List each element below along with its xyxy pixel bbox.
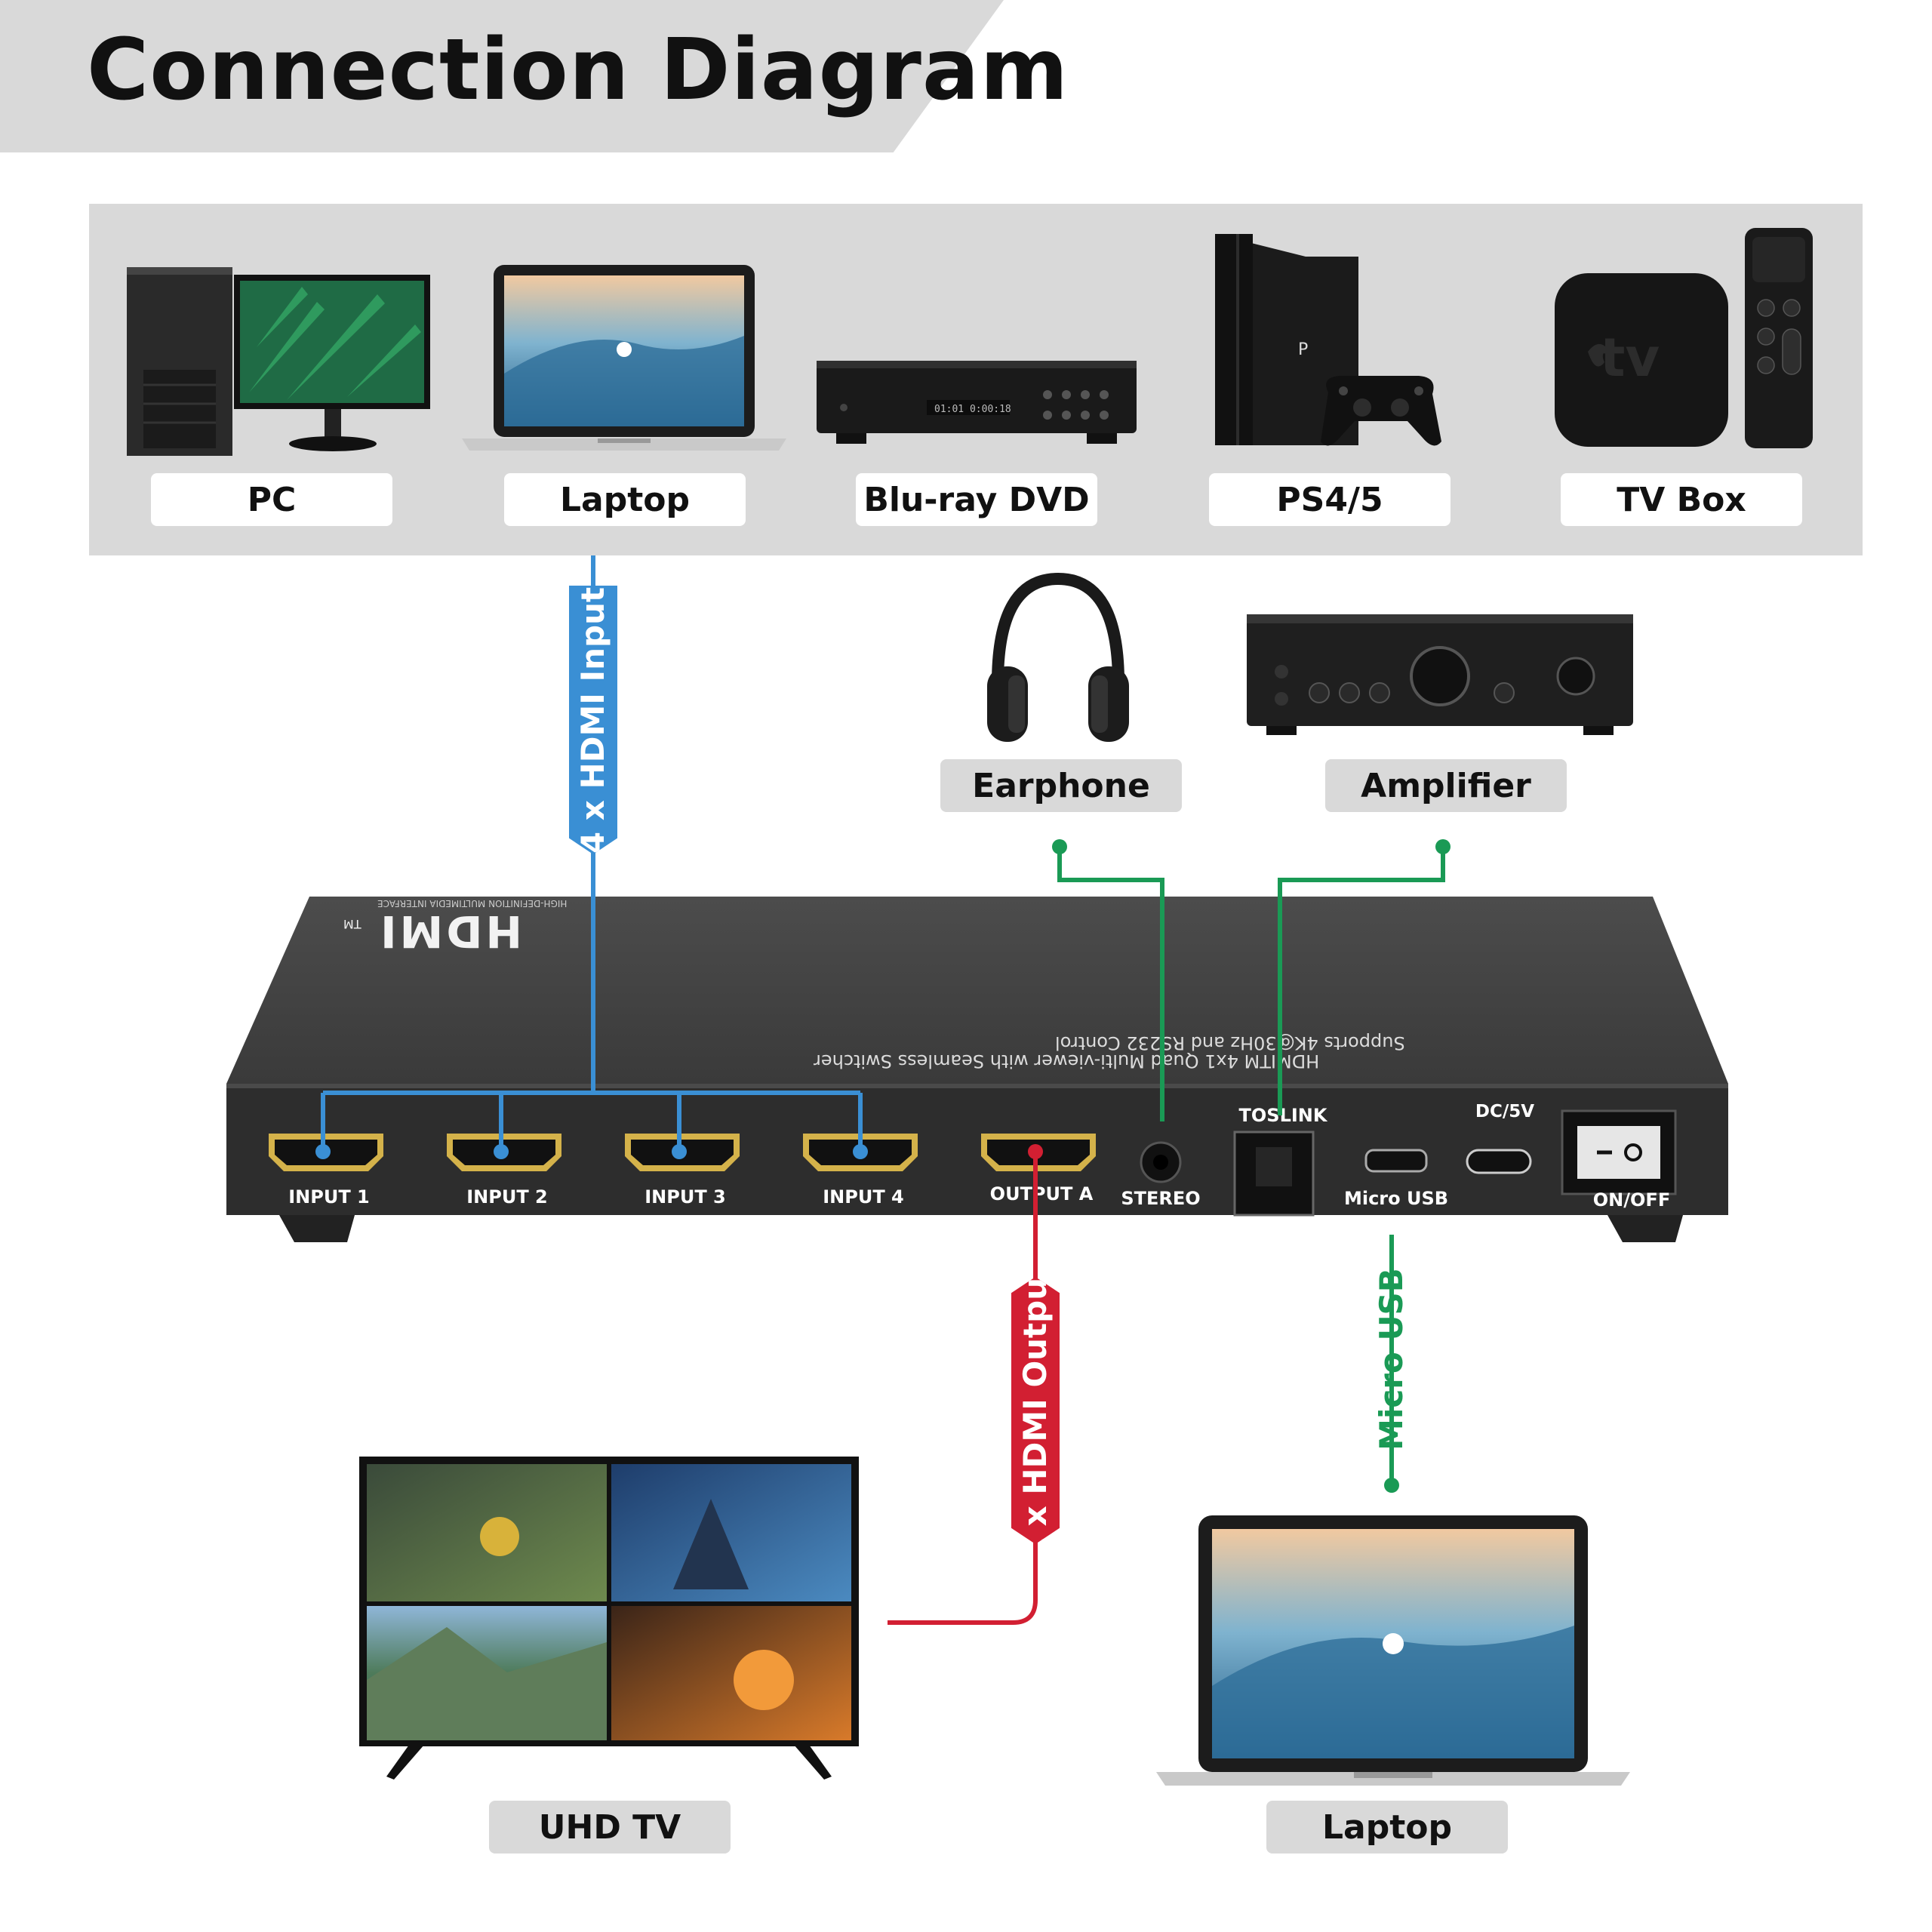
title-band (0, 0, 1004, 152)
game-console-icon: P (1215, 234, 1441, 446)
port-label-input3: INPUT 3 (645, 1186, 726, 1208)
svg-text:P: P (1298, 340, 1308, 359)
laptop-icon (462, 265, 786, 451)
output-laptop-icon (1156, 1515, 1630, 1786)
tv-box-icon: tv (1555, 228, 1813, 448)
source-label-bluray: Blu-ray DVD (856, 473, 1097, 526)
port-label-input2: INPUT 2 (466, 1186, 548, 1208)
port-label-micro-usb: Micro USB (1343, 1188, 1449, 1209)
hdmi-input-label: 4 x HDMI Input (574, 586, 612, 854)
micro-usb-connection-label: Micro USB (1373, 1268, 1410, 1451)
bluray-player-icon: 01:01 0:00:18 (817, 361, 1137, 444)
port-label-toslink: TOSLINK (1238, 1105, 1327, 1126)
audio-label-earphone: Earphone (940, 759, 1182, 812)
hdmi-output-label: 1 x HDMI Output (1017, 1262, 1054, 1559)
hdmi-switcher-device (226, 897, 1728, 1242)
output-label-laptop: Laptop (1266, 1801, 1508, 1854)
uhd-tv-icon (359, 1457, 859, 1780)
port-label-output-a: OUTPUT A (989, 1183, 1094, 1204)
headphones-icon (987, 572, 1129, 742)
source-label-tvbox: TV Box (1561, 473, 1802, 526)
svg-text:tv: tv (1600, 327, 1660, 389)
port-label-stereo: STEREO (1121, 1188, 1201, 1209)
source-label-pc: PC (151, 473, 392, 526)
audio-label-amplifier: Amplifier (1325, 759, 1567, 812)
source-label-laptop: Laptop (504, 473, 746, 526)
port-label-on-off: ON/OFF (1592, 1189, 1671, 1211)
port-label-input1: INPUT 1 (288, 1186, 370, 1208)
hdmi-output-flag: 1 x HDMI Output (1011, 1277, 1060, 1544)
hdmi-input-flag: 4 x HDMI Input (569, 586, 617, 854)
page-title: Connection Diagram (87, 21, 1069, 119)
source-label-ps: PS4/5 (1209, 473, 1451, 526)
output-label-uhd-tv: UHD TV (489, 1801, 731, 1854)
amplifier-icon (1247, 614, 1633, 735)
svg-text:01:01 0:00:18: 01:01 0:00:18 (934, 404, 1011, 415)
port-label-dc5v: DC/5V (1475, 1102, 1535, 1121)
desktop-pc-icon (127, 267, 430, 456)
port-label-input4: INPUT 4 (823, 1186, 904, 1208)
